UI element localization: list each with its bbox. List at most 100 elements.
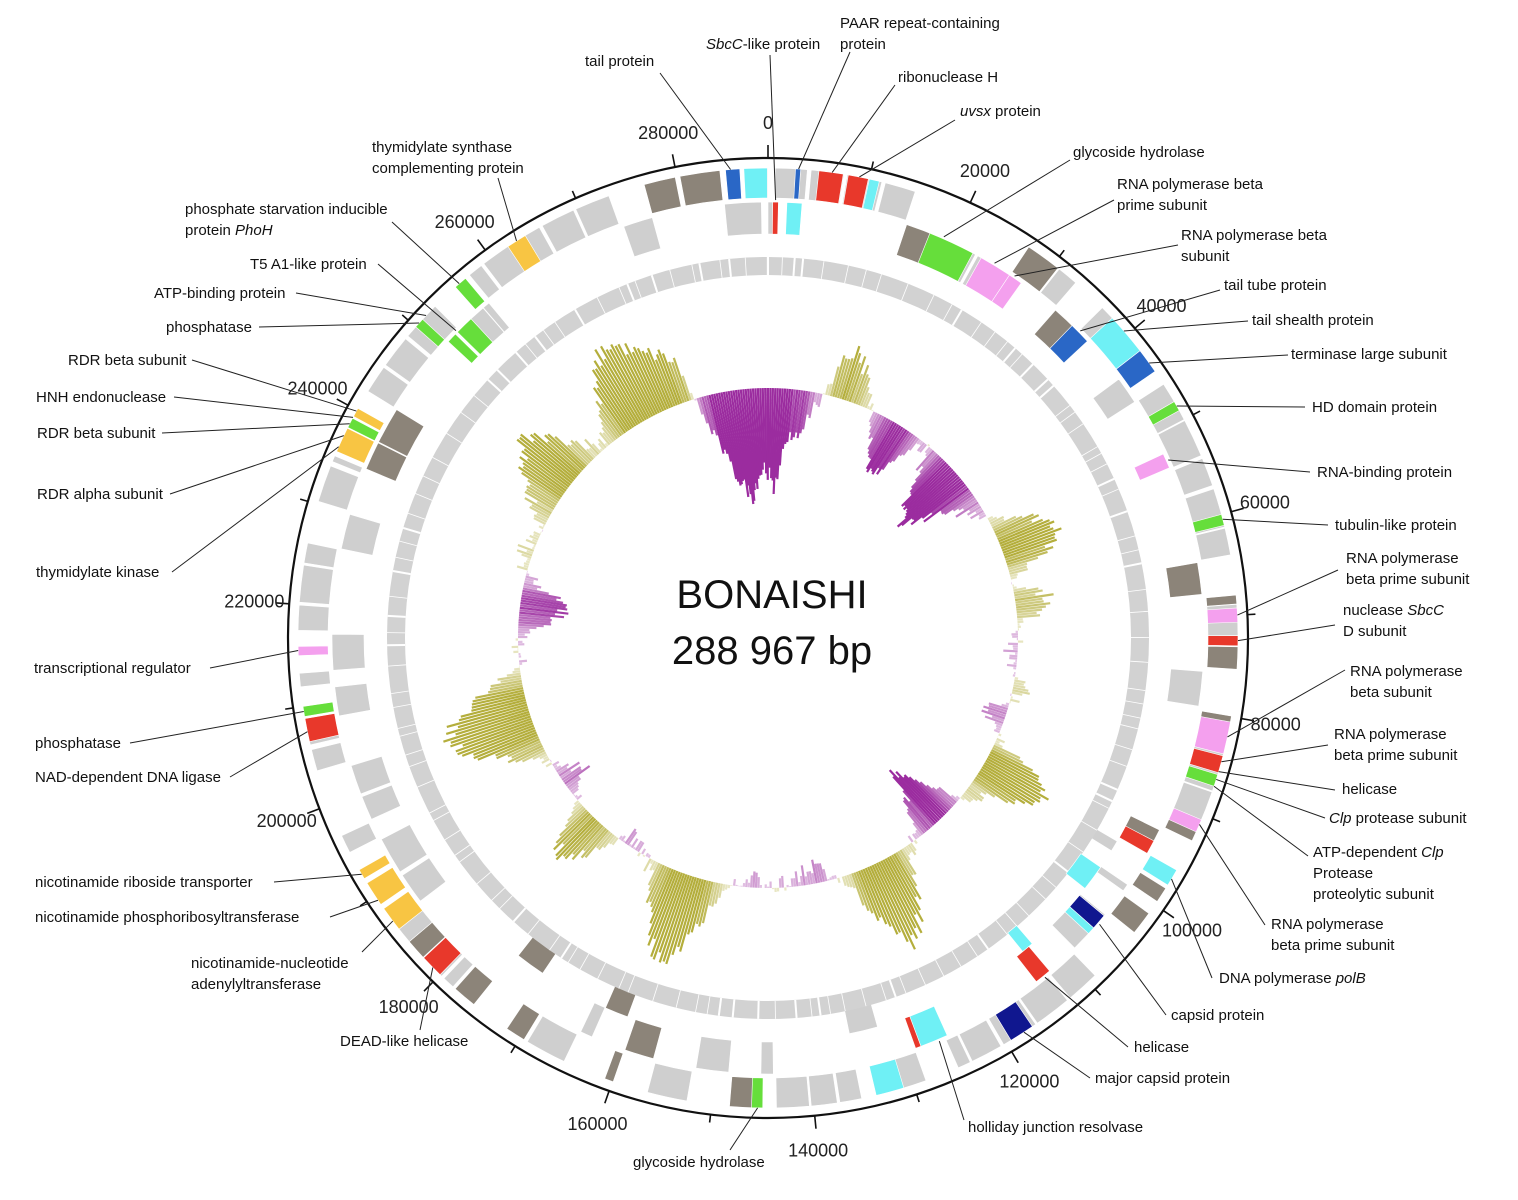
- gc-skew-bar: [860, 386, 870, 407]
- annotated-gene-green: [751, 1077, 764, 1109]
- cds-ring-stripe: [399, 540, 418, 547]
- gc-skew-bar: [602, 432, 613, 444]
- gc-skew-bar: [652, 873, 686, 960]
- label-part: nicotinamide-nucleotide: [191, 955, 349, 972]
- cds-ring-stripe: [409, 760, 427, 767]
- label-line: T5 A1-like protein: [250, 256, 367, 273]
- label-thymidylate-kinase: thymidylate kinase: [36, 564, 159, 581]
- gc-skew-bar: [533, 432, 581, 475]
- cds-ring-stripe: [618, 971, 627, 989]
- gc-skew-bar: [742, 389, 756, 501]
- gc-skew-bar: [520, 599, 566, 609]
- label-part: HNH endonuclease: [36, 389, 166, 406]
- cds-ring-stripe: [1127, 687, 1146, 691]
- gc-skew-bar: [995, 727, 1001, 731]
- gene-block: [365, 442, 408, 482]
- gc-skew-bar: [994, 513, 1034, 534]
- gc-skew-bar: [477, 733, 538, 761]
- cds-ring-stripe: [1002, 347, 1016, 363]
- gc-skew-bar: [711, 882, 719, 907]
- label-line: helicase: [1134, 1039, 1189, 1056]
- cds-ring-stripe: [901, 283, 909, 301]
- gc-skew-bar: [597, 438, 607, 449]
- gc-skew-bar: [729, 390, 746, 480]
- gc-skew-bar: [905, 468, 954, 513]
- tick-label-220000: 220000: [224, 591, 284, 611]
- gc-skew-bar: [516, 438, 573, 484]
- gc-skew-bar: [1015, 597, 1043, 604]
- cds-ring-stripe: [1095, 792, 1113, 803]
- gc-skew-bar: [881, 430, 910, 471]
- leader-line-nicotinamide-phosphoribosyltransferase: [329, 899, 379, 918]
- label-part: nicotinamide riboside transporter: [35, 874, 253, 891]
- gc-skew-bar: [958, 497, 977, 511]
- gc-skew-bar: [902, 465, 951, 511]
- leader-line-hnh-endonuclease: [173, 396, 354, 418]
- gc-skew-bar: [584, 829, 609, 859]
- annotation-leader-lines: [129, 51, 1346, 1151]
- gc-skew-bar: [921, 483, 967, 519]
- label-line: tail tube protein: [1224, 277, 1327, 294]
- gene-block: [526, 1015, 578, 1062]
- label-line: RNA-binding protein: [1317, 464, 1452, 481]
- gc-skew-bar: [516, 549, 533, 557]
- gc-skew-bar: [902, 799, 930, 831]
- coordinate-ticks: 0200004000060000800001000001200001400001…: [224, 113, 1300, 1161]
- gc-skew-bar: [555, 818, 597, 861]
- gene-block: [299, 670, 331, 688]
- gc-skew-bar: [457, 706, 529, 729]
- cds-ring-stripe: [983, 331, 996, 347]
- leader-line-rnap-beta-prime-1: [994, 199, 1115, 264]
- gc-skew-bar: [722, 883, 726, 892]
- label-hd-domain-protein: HD domain protein: [1312, 399, 1437, 416]
- leader-line-thymidylate-synthase-complementing: [497, 177, 517, 242]
- annotated-gene-cyan: [743, 167, 768, 199]
- annotated-gene-red: [842, 174, 869, 209]
- leader-line-helicase-right: [1218, 771, 1336, 791]
- annotated-gene-cyan: [1065, 853, 1102, 889]
- gc-skew-bar: [518, 621, 552, 626]
- gc-skew-bar: [955, 501, 979, 518]
- gc-skew-bar: [600, 365, 639, 426]
- cds-ring-stripe: [899, 976, 907, 994]
- cds-ring-stripe: [844, 265, 849, 284]
- tick-mark: [1241, 717, 1255, 722]
- label-italic-part: Clp: [1329, 810, 1352, 827]
- gc-skew-bar: [511, 742, 542, 759]
- label-italic-part: PhoH: [235, 222, 273, 239]
- gc-skew-bar: [543, 755, 549, 761]
- gc-skew-bar: [796, 390, 806, 439]
- cds-ring-stripe: [1090, 463, 1108, 473]
- gene-block: [647, 1062, 693, 1102]
- gene-block: [945, 1034, 971, 1069]
- gc-skew-bar: [991, 715, 1005, 722]
- gc-skew-bar: [786, 389, 794, 443]
- label-part: prime subunit: [1117, 197, 1208, 214]
- cds-ring: [387, 256, 1150, 1019]
- gc-skew-bar: [519, 611, 565, 619]
- gc-skew-bar: [963, 792, 974, 801]
- label-part: holliday junction resolvase: [968, 1119, 1143, 1136]
- cds-ring-stripe: [422, 475, 440, 484]
- gc-skew-bar: [784, 388, 792, 445]
- gc-skew-bar: [995, 514, 1040, 536]
- cds-ring-stripe: [391, 690, 409, 695]
- gc-skew-bar: [514, 667, 521, 671]
- leader-line-glycoside-hydrolase-top: [943, 159, 1071, 238]
- label-part: DNA polymerase: [1219, 970, 1336, 987]
- gc-skew-bar: [570, 784, 580, 793]
- cds-ring-stripe: [1097, 477, 1115, 488]
- gc-skew-bar: [630, 838, 639, 849]
- gc-skew-bar: [679, 878, 702, 952]
- gene-block: [303, 542, 338, 569]
- gc-skew-bar: [521, 592, 557, 601]
- gc-skew-bar: [756, 388, 763, 475]
- annotated-gene-cyan: [1064, 906, 1095, 934]
- gc-skew-bar: [891, 854, 917, 898]
- label-line: complementing protein: [372, 160, 524, 177]
- gc-skew-bar: [561, 766, 582, 781]
- leader-line-tubulin-like-protein: [1222, 518, 1329, 526]
